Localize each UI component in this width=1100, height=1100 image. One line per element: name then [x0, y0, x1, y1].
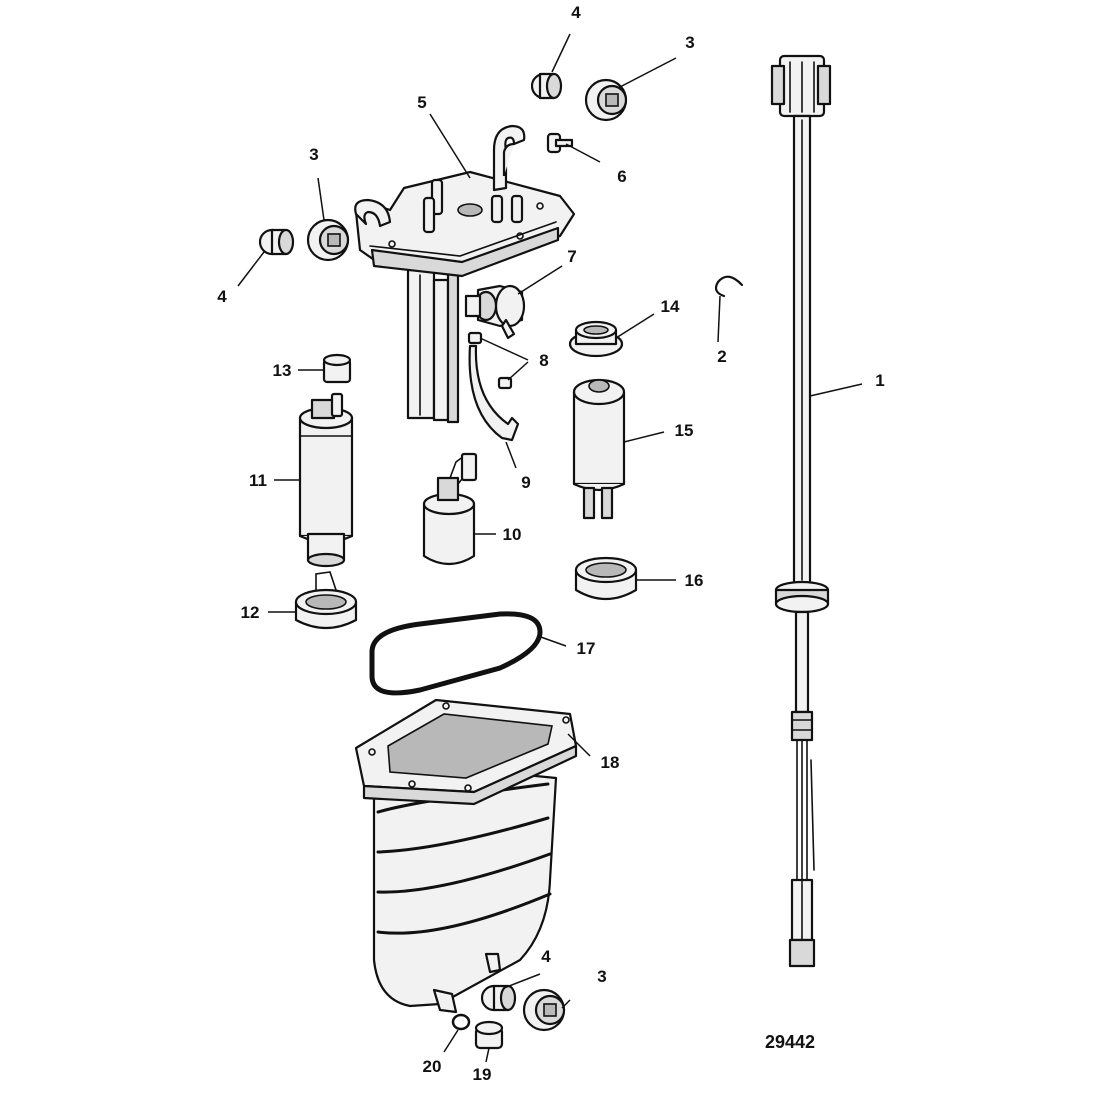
- callout-3-left: 3: [309, 145, 318, 164]
- part-17-gasket: [369, 611, 543, 696]
- callout-4-top: 4: [571, 3, 581, 22]
- part-5-top-cover: [354, 124, 576, 424]
- part-18-reservoir-housing: [354, 698, 578, 1014]
- part-19-drain-plug: [474, 1020, 504, 1050]
- callout-11: 11: [249, 471, 267, 490]
- callout-15: 15: [675, 421, 694, 440]
- part-20-o-ring: [451, 1013, 471, 1031]
- callout-16: 16: [685, 571, 704, 590]
- callout-labels: 1 2 3 3 3 4 4 4 5 6 7 8 9 10 11 12 13 14…: [217, 3, 884, 1084]
- callout-10: 10: [503, 525, 522, 544]
- part-10-filter: [422, 452, 478, 566]
- callout-4-bottom: 4: [541, 947, 551, 966]
- callout-3-top: 3: [685, 33, 694, 52]
- callout-8: 8: [539, 351, 548, 370]
- callout-1: 1: [875, 371, 884, 390]
- leader-lines: [237, 33, 863, 1063]
- callout-17: 17: [577, 639, 596, 658]
- callout-13: 13: [273, 361, 292, 380]
- callout-4-left: 4: [217, 287, 227, 306]
- part-1-harness-sensor-rod: [770, 54, 832, 968]
- callout-3-bottom: 3: [597, 967, 606, 986]
- callout-6: 6: [617, 167, 626, 186]
- part-16-bracket: [574, 556, 638, 600]
- callout-9: 9: [521, 473, 530, 492]
- callout-19: 19: [473, 1065, 492, 1084]
- part-4-washer-left: [258, 228, 295, 256]
- part-4-washer-top: [530, 72, 563, 100]
- part-3-plug-top: [584, 78, 628, 122]
- part-12-pump-bracket: [294, 571, 358, 630]
- drawing-number: 29442: [765, 1032, 815, 1052]
- part-9-fuel-hose: [468, 344, 520, 442]
- part-2-retaining-clip: [714, 275, 744, 298]
- part-11-fuel-pump: [298, 392, 354, 568]
- callout-20: 20: [423, 1057, 442, 1076]
- callout-2: 2: [717, 347, 726, 366]
- part-7-pressure-regulator: [464, 284, 526, 340]
- part-6-screw: [546, 132, 574, 154]
- part-3-plug-bottom: [522, 988, 566, 1032]
- callout-12: 12: [241, 603, 260, 622]
- part-14-grommet: [568, 320, 624, 358]
- callout-18: 18: [601, 753, 620, 772]
- part-4-washer-bottom: [480, 984, 517, 1012]
- part-15-fuel-pump: [572, 378, 626, 520]
- part-3-plug-left: [306, 218, 350, 262]
- part-8-hose-fittings: [467, 331, 513, 390]
- part-13-spacer: [322, 353, 352, 384]
- callout-14: 14: [661, 297, 680, 316]
- callout-5: 5: [417, 93, 426, 112]
- callout-7: 7: [567, 247, 576, 266]
